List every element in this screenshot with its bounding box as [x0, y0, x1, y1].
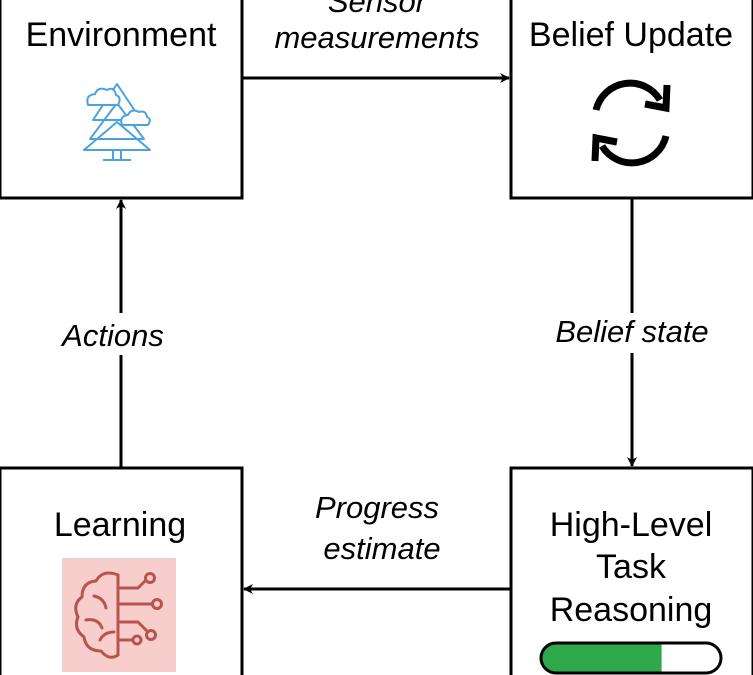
- actions-label: Actions: [60, 318, 164, 353]
- sensor-label-line-1: Sensor: [328, 0, 428, 19]
- learning-title: Learning: [54, 506, 186, 544]
- sensor-label-line-2: measurements: [274, 20, 479, 55]
- refresh-cycle-icon: [591, 79, 671, 167]
- environment-node: Environment: [0, 0, 244, 200]
- tree-cloud-icon: [83, 83, 151, 161]
- progress-bar-fill: [541, 643, 662, 673]
- progress-label-line-1: Progress: [315, 490, 439, 525]
- edge-actions: Actions: [60, 199, 164, 467]
- edge-sensor-measurements: Sensor measurements: [243, 0, 510, 83]
- edge-belief-state: Belief state: [555, 199, 709, 467]
- environment-title: Environment: [26, 16, 217, 54]
- high-level-title-line-2: Task: [596, 548, 667, 586]
- high-level-title-line-1: High-Level: [550, 506, 713, 544]
- brain-circuit-icon: [74, 571, 163, 659]
- belief-state-label: Belief state: [555, 314, 708, 349]
- learning-node: Learning: [0, 466, 244, 675]
- progress-label-line-2: estimate: [323, 531, 440, 566]
- belief-update-title: Belief Update: [529, 16, 733, 54]
- belief-update-node: Belief Update: [509, 0, 753, 200]
- progress-bar-outline: [539, 641, 723, 675]
- edge-progress-estimate: Progress estimate: [243, 490, 510, 594]
- high-level-title-line-3: Reasoning: [550, 591, 713, 629]
- high-level-reasoning-node: High-Level Task Reasoning: [509, 466, 753, 675]
- progress-bar: [539, 641, 723, 675]
